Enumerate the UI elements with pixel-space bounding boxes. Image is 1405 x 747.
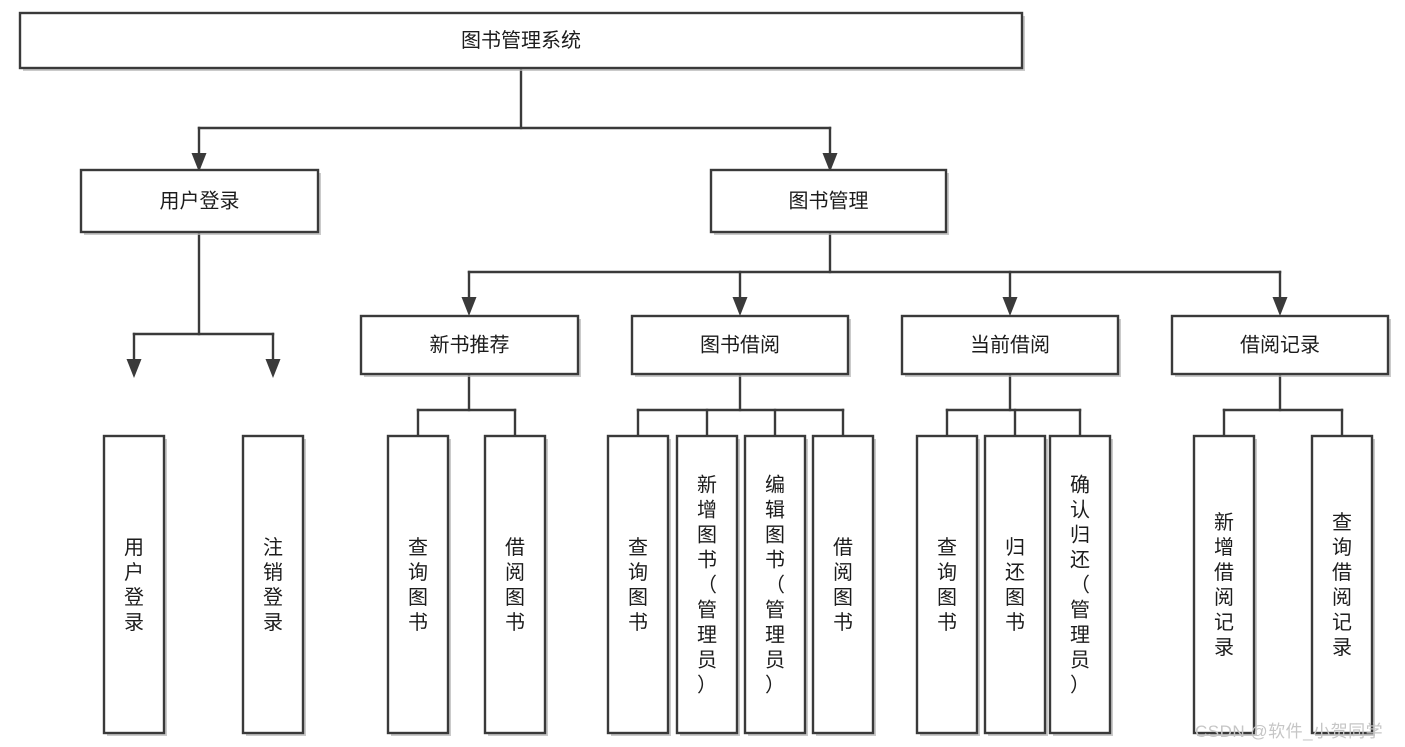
node-box[interactable] [1310, 434, 1374, 735]
node-newbooks[interactable]: 新书推荐 [359, 314, 581, 377]
connector-group-bus-bookmgmt [461, 230, 1288, 316]
node-box[interactable] [1048, 434, 1112, 735]
node-box[interactable] [675, 434, 739, 735]
arrow-head-icon [461, 297, 477, 316]
node-box[interactable] [241, 434, 305, 735]
node-label: 当前借阅 [970, 333, 1050, 356]
node-box[interactable] [709, 168, 948, 234]
node-box[interactable] [915, 434, 979, 735]
node-box[interactable] [483, 434, 547, 735]
node-box[interactable] [983, 434, 1047, 735]
node-leaf-confirm-return[interactable]: 确认归还（管理员） [1048, 434, 1113, 736]
node-label: 编辑图书（管理员） [765, 474, 785, 697]
arrow-head-icon [126, 359, 142, 378]
node-box[interactable] [79, 168, 320, 234]
node-label: 确认归还（管理员） [1070, 474, 1090, 697]
node-records[interactable]: 借阅记录 [1170, 314, 1391, 377]
connector-layer [126, 66, 1350, 454]
arrow-head-icon [1002, 297, 1018, 316]
arrow-head-icon [732, 297, 748, 316]
node-leaf-query-books-3[interactable]: 查询图书 [915, 434, 980, 736]
node-leaf-add-record[interactable]: 新增借阅记录 [1192, 434, 1257, 736]
connector-group-bus-root [191, 66, 838, 172]
node-box[interactable] [811, 434, 875, 735]
node-current[interactable]: 当前借阅 [900, 314, 1121, 377]
node-leaf-query-record[interactable]: 查询借阅记录 [1310, 434, 1375, 736]
node-label: 查询图书 [628, 536, 648, 634]
node-label: 查询图书 [937, 536, 957, 634]
node-box[interactable] [900, 314, 1120, 376]
node-label: 用户登录 [160, 189, 240, 212]
node-box[interactable] [1192, 434, 1256, 735]
arrow-head-icon [1272, 297, 1288, 316]
arrow-head-icon [265, 359, 281, 378]
arrow-head-icon [191, 153, 207, 172]
node-label: 新书推荐 [430, 333, 510, 356]
connector-group-bus-login [126, 230, 281, 378]
node-box[interactable] [359, 314, 580, 376]
node-login[interactable]: 用户登录 [79, 168, 321, 235]
node-leaf-edit-book[interactable]: 编辑图书（管理员） [743, 434, 808, 736]
node-label: 查询借阅记录 [1332, 511, 1352, 659]
node-root[interactable]: 图书管理系统 [18, 11, 1025, 71]
node-bookmgmt[interactable]: 图书管理 [709, 168, 949, 235]
node-leaf-query-books-1[interactable]: 查询图书 [386, 434, 451, 736]
node-leaf-borrow-books-2[interactable]: 借阅图书 [811, 434, 876, 736]
node-borrow[interactable]: 图书借阅 [630, 314, 851, 377]
node-leaf-logout[interactable]: 注销登录 [241, 434, 306, 736]
node-leaf-user-login[interactable]: 用户登录 [102, 434, 167, 736]
node-label: 图书管理 [789, 189, 869, 212]
node-layer: 图书管理系统用户登录图书管理新书推荐图书借阅当前借阅借阅记录用户登录注销登录查询… [18, 11, 1391, 736]
node-box[interactable] [743, 434, 807, 735]
node-label: 新增借阅记录 [1214, 511, 1234, 659]
node-leaf-query-books-2[interactable]: 查询图书 [606, 434, 671, 736]
node-label: 图书借阅 [700, 333, 780, 356]
node-label: 注销登录 [263, 536, 283, 634]
node-box[interactable] [102, 434, 166, 735]
node-label: 借阅图书 [505, 536, 525, 634]
node-box[interactable] [1170, 314, 1390, 376]
node-leaf-borrow-books-1[interactable]: 借阅图书 [483, 434, 548, 736]
node-label: 用户登录 [124, 537, 144, 634]
node-box[interactable] [386, 434, 450, 735]
node-label: 图书管理系统 [461, 29, 581, 52]
node-box[interactable] [630, 314, 850, 376]
node-label: 借阅记录 [1240, 333, 1320, 356]
node-label: 查询图书 [408, 536, 428, 634]
node-label: 借阅图书 [833, 536, 853, 634]
node-leaf-return-book[interactable]: 归还图书 [983, 434, 1048, 736]
node-leaf-add-book[interactable]: 新增图书（管理员） [675, 434, 740, 736]
arrow-head-icon [822, 153, 838, 172]
node-box[interactable] [606, 434, 670, 735]
node-label: 新增图书（管理员） [697, 474, 717, 697]
node-label: 归还图书 [1005, 536, 1025, 634]
node-box[interactable] [18, 11, 1024, 70]
